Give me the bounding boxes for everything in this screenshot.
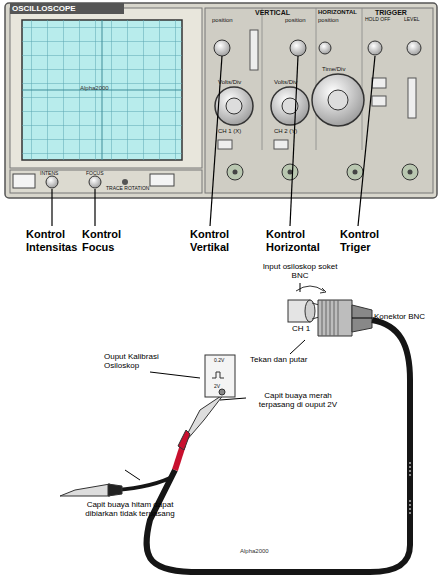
callout-label: Kontrol Vertikal — [190, 228, 245, 253]
brand-plate — [10, 3, 124, 14]
callout-label: Capit buaya merah terpasang di ouput 2V — [248, 391, 348, 409]
callout-label: Capit buaya hitam dapat dibiarkan tidak … — [70, 500, 190, 518]
callout-label: Input osiloskop soket BNC — [255, 262, 345, 280]
control-label: Volts/Div — [218, 79, 258, 86]
control-label: INTENS — [40, 171, 70, 177]
panel-heading: TRIGGER — [375, 9, 430, 17]
control-label: FOCUS — [86, 171, 116, 177]
watermark: Alpha2000 — [80, 85, 140, 92]
panel-heading: VERTICAL — [255, 9, 315, 17]
control-label: position — [212, 17, 252, 24]
callout-label: Kontrol Triger — [340, 228, 395, 253]
control-label: Time/Div — [322, 66, 362, 73]
callout-label: Kontrol Focus — [82, 228, 137, 253]
control-label: HOLD OFF — [365, 17, 405, 23]
panel-heading: HORIZONTAL — [318, 9, 366, 16]
callout-label: Kontrol Intensitas — [26, 228, 88, 253]
channel-label: CH 2 (Y) — [274, 128, 314, 135]
callout-label: Kontrol Horizontal — [266, 228, 336, 253]
control-label: TRACE ROTATION — [106, 186, 156, 192]
watermark: Alpha2000 — [240, 548, 300, 555]
callout-label: Ouput Kalibrasi Osiloskop — [104, 352, 164, 370]
terminal-label: 2V — [214, 384, 234, 390]
channel-label: CH 1 — [286, 324, 316, 333]
control-label: Volts/Div — [274, 79, 314, 86]
control-label: LEVEL — [404, 17, 434, 23]
callout-label: Tekan dan putar — [250, 355, 320, 364]
callout-label: Konektor BNC — [374, 312, 440, 321]
channel-label: CH 1 (X) — [218, 128, 258, 135]
brand-name: OSCILLOSCOPE — [12, 4, 122, 13]
control-label: position — [318, 17, 358, 24]
terminal-label: 0.2V — [214, 358, 234, 364]
